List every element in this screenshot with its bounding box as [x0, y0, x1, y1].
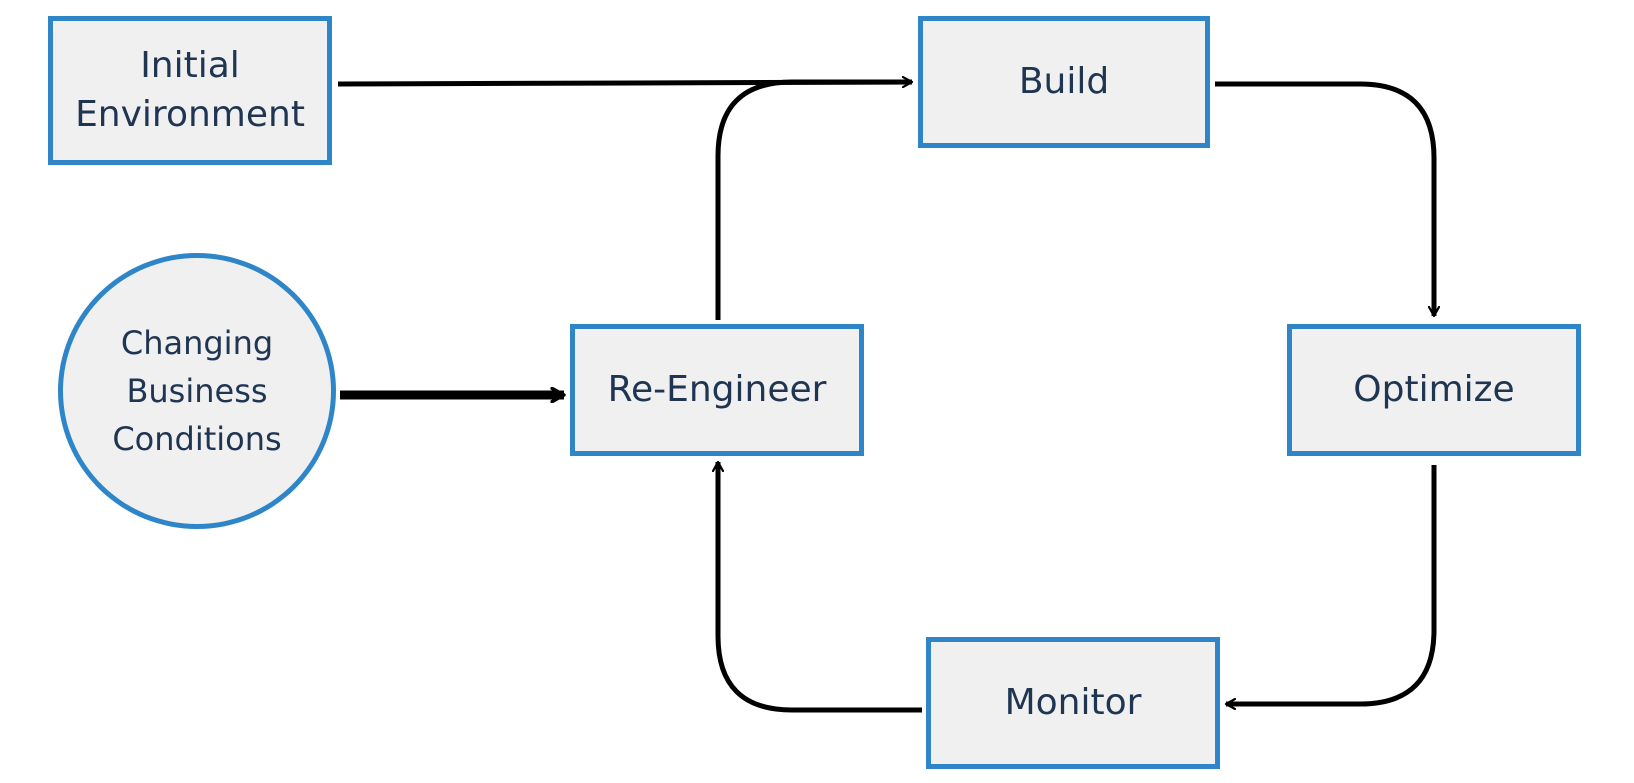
- edge-monitor-to-reengineer: [718, 462, 922, 713]
- node-monitor: Monitor: [926, 637, 1220, 769]
- edge-optimize-to-monitor: [1226, 465, 1437, 704]
- edge-build-to-optimize: [1215, 81, 1434, 316]
- edge-reengineer-to-build: [715, 79, 912, 320]
- node-changing-business-conditions: Changing Business Conditions: [58, 253, 336, 529]
- node-optimize: Optimize: [1287, 324, 1581, 456]
- node-re-engineer: Re-Engineer: [570, 324, 864, 456]
- node-initial-environment: Initial Environment: [48, 16, 332, 165]
- node-build: Build: [918, 16, 1210, 148]
